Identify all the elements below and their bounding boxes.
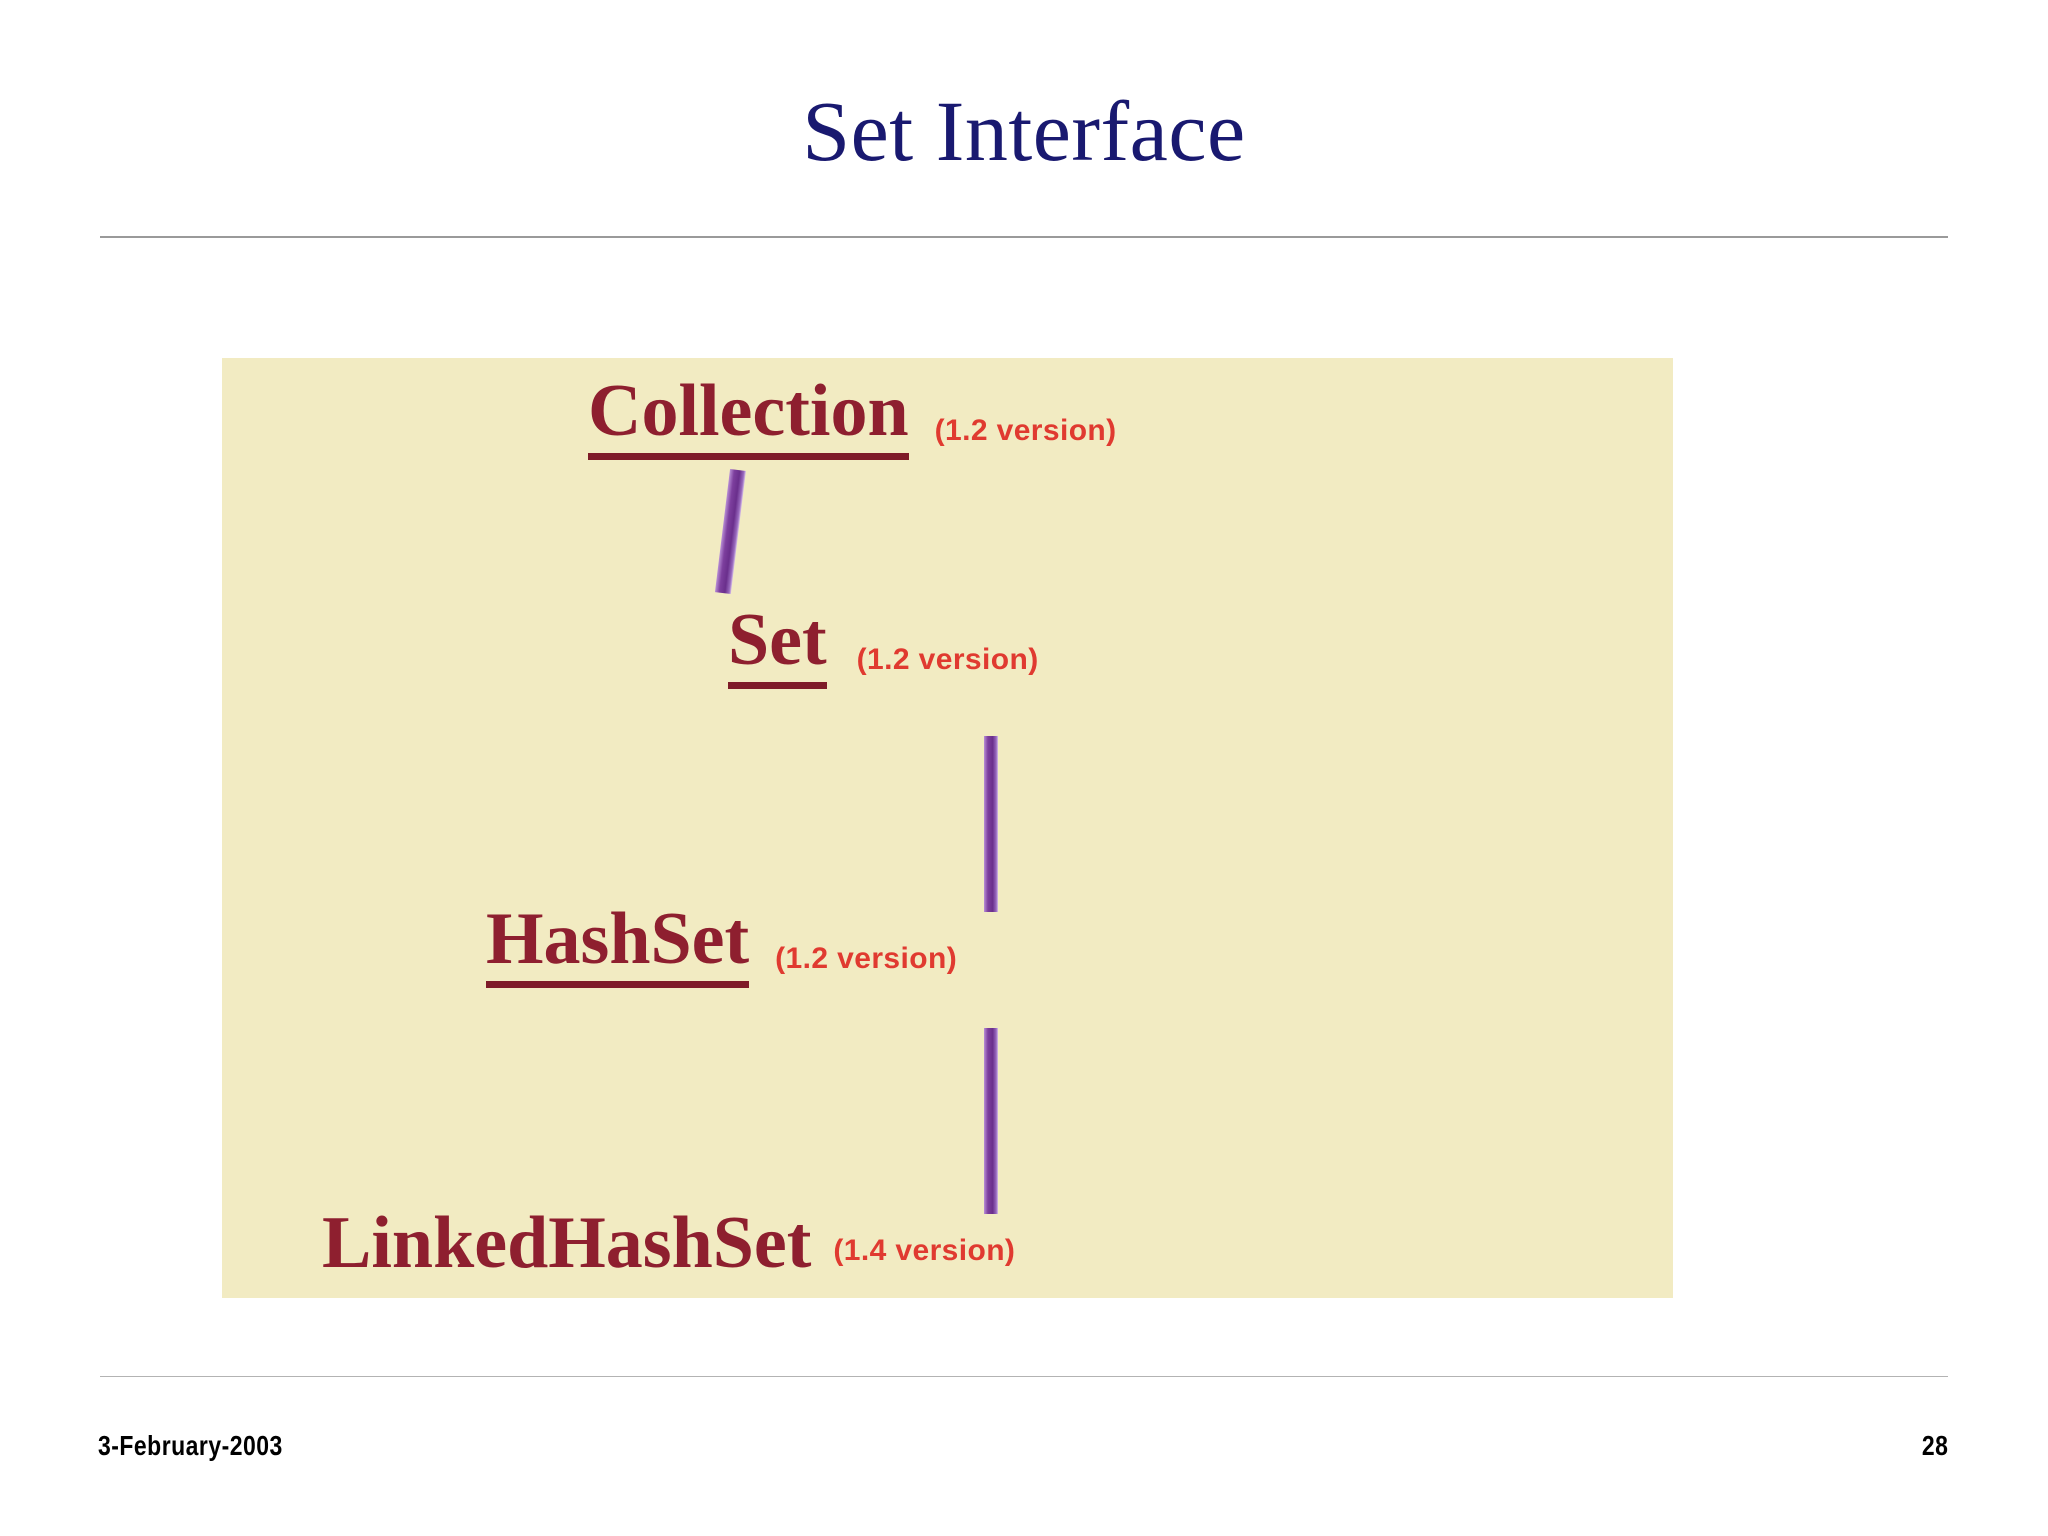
diagram-node-collection: Collection (1.2 version) (588, 374, 1117, 460)
title-divider (100, 236, 1948, 238)
class-hierarchy-diagram: Collection (1.2 version) Set (1.2 versio… (222, 358, 1673, 1298)
node-label-linkedhashset: LinkedHashSet (322, 1202, 812, 1284)
diagram-node-hashset: HashSet (1.2 version) (486, 902, 957, 988)
connector-collection-to-set (714, 469, 746, 595)
diagram-node-linkedhashset: LinkedHashSet (1.4 version) (322, 1206, 1015, 1280)
connector-set-to-hashset (984, 736, 998, 912)
diagram-node-set: Set (1.2 version) (728, 603, 1039, 689)
node-version-set: (1.2 version) (856, 643, 1039, 676)
node-version-linkedhashset: (1.4 version) (833, 1234, 1016, 1267)
page-title: Set Interface (802, 83, 1246, 179)
connector-hashset-to-linkedhashset (984, 1028, 998, 1214)
node-label-set: Set (728, 603, 827, 689)
node-version-hashset: (1.2 version) (775, 942, 958, 975)
footer-page-number: 28 (1921, 1430, 1948, 1461)
node-label-collection: Collection (588, 374, 909, 460)
footer-date: 3-February-2003 (98, 1430, 283, 1461)
node-label-hashset: HashSet (486, 902, 750, 988)
footer-divider (100, 1376, 1948, 1377)
node-version-collection: (1.2 version) (934, 414, 1117, 447)
